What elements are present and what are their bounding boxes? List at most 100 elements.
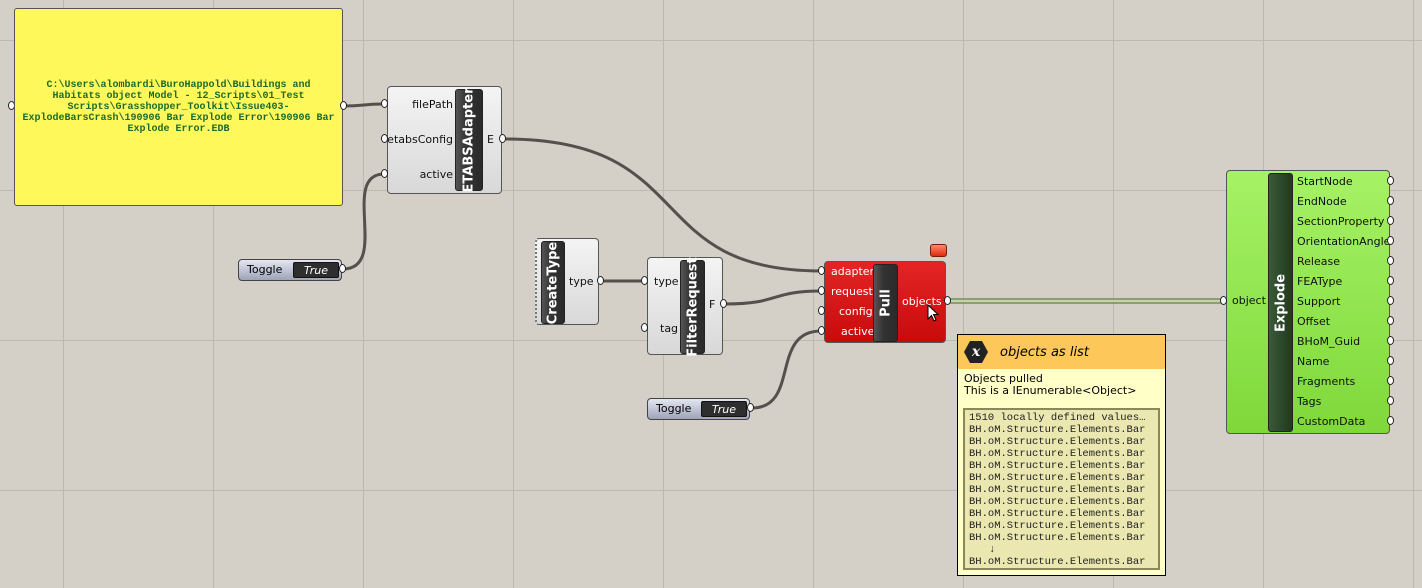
port-config[interactable]: [818, 306, 825, 315]
input-etabsconfig: etabsConfig: [387, 133, 453, 146]
output-tags: Tags: [1297, 395, 1322, 408]
input-request: request: [831, 285, 873, 298]
panel-output-port[interactable]: [340, 101, 347, 110]
component-name-band: FilterRequest: [680, 257, 705, 357]
toggle2-output-port[interactable]: [747, 403, 754, 412]
port-endnode[interactable]: [1387, 196, 1394, 205]
wire-objects-list: [949, 298, 1223, 304]
output-orientationangle: OrientationAngle: [1297, 235, 1391, 248]
tooltip-type: This is a IEnumerable<Object>: [964, 384, 1137, 397]
list-item: BH.oM.Structure.Elements.Bar: [969, 472, 1146, 484]
port-request[interactable]: [818, 286, 825, 295]
port-tags[interactable]: [1387, 396, 1394, 405]
port-createtype-type[interactable]: [597, 276, 604, 285]
toggle-label: Toggle: [247, 263, 283, 276]
port-release[interactable]: [1387, 256, 1394, 265]
port-startnode[interactable]: [1387, 176, 1394, 185]
wire-panel-filepath: [343, 102, 385, 108]
output-fragments: Fragments: [1297, 375, 1356, 388]
boolean-toggle-1[interactable]: Toggle True: [238, 259, 342, 281]
list-item: BH.oM.Structure.Elements.Bar: [969, 496, 1146, 508]
port-featype[interactable]: [1387, 276, 1394, 285]
output-offset: Offset: [1297, 315, 1331, 328]
component-name-band: Explode: [1268, 173, 1293, 432]
output-release: Release: [1297, 255, 1340, 268]
output-e: E: [487, 133, 494, 146]
grasshopper-x-icon: x: [964, 341, 988, 363]
port-etabsconfig[interactable]: [381, 134, 388, 143]
input-active: active: [419, 168, 453, 181]
output-startnode: StartNode: [1297, 175, 1353, 188]
port-customdata[interactable]: [1387, 416, 1394, 425]
toggle1-output-port[interactable]: [339, 264, 346, 273]
input-filepath: filePath: [412, 98, 453, 111]
port-objects[interactable]: [944, 296, 951, 305]
component-name-band: ETABSAdapter: [455, 88, 483, 192]
etabs-adapter-component[interactable]: filePath etabsConfig active ETABSAdapter…: [387, 86, 502, 194]
panel-text: C:\Users\alombardi\BuroHappold\Buildings…: [22, 79, 335, 135]
output-support: Support: [1297, 295, 1341, 308]
toggle-label: Toggle: [656, 402, 692, 415]
filter-request-component[interactable]: type tag FilterRequest F: [647, 257, 723, 357]
list-item: BH.oM.Structure.Elements.Bar: [969, 532, 1146, 544]
output-sectionproperty: SectionProperty: [1297, 215, 1385, 228]
wire-toggle2-active: [751, 329, 822, 410]
create-type-component[interactable]: CreateType type: [535, 238, 599, 325]
port-name[interactable]: [1387, 356, 1394, 365]
component-name-band: CreateType: [541, 241, 565, 324]
tooltip-title: objects as list: [1000, 344, 1089, 360]
boolean-toggle-2[interactable]: Toggle True: [647, 398, 750, 420]
list-item: BH.oM.Structure.Elements.Bar: [969, 436, 1146, 448]
value-count: 1510 locally defined values…: [969, 412, 1146, 424]
port-support[interactable]: [1387, 296, 1394, 305]
list-item: BH.oM.Structure.Elements.Bar: [969, 508, 1146, 520]
input-active: active: [841, 325, 875, 338]
port-filepath[interactable]: [381, 99, 388, 108]
port-active[interactable]: [381, 169, 388, 178]
toggle-value[interactable]: True: [293, 262, 339, 278]
list-item: BH.oM.Structure.Elements.Bar: [969, 484, 1146, 496]
file-path-panel[interactable]: C:\Users\alombardi\BuroHappold\Buildings…: [14, 8, 343, 206]
port-offset[interactable]: [1387, 316, 1394, 325]
port-filter-tag[interactable]: [641, 323, 648, 332]
toggle-value[interactable]: True: [701, 401, 747, 417]
port-orientationangle[interactable]: [1387, 236, 1394, 245]
list-item: BH.oM.Structure.Elements.Bar: [969, 448, 1146, 460]
port-bhom_guid[interactable]: [1387, 336, 1394, 345]
tooltip-value-list: 1510 locally defined values… BH.oM.Struc…: [963, 408, 1160, 570]
input-tag: tag: [660, 322, 679, 335]
output-customdata: CustomData: [1297, 415, 1366, 428]
output-f: F: [709, 298, 716, 311]
port-pull-active[interactable]: [818, 326, 825, 335]
port-filter-f[interactable]: [720, 299, 727, 308]
input-config: config: [839, 305, 873, 318]
port-filter-type[interactable]: [641, 276, 648, 285]
pull-component[interactable]: adapter request config active Pull objec…: [824, 261, 946, 343]
port-fragments[interactable]: [1387, 376, 1394, 385]
wire-request: [725, 289, 822, 306]
list-item: BH.oM.Structure.Elements.Bar: [969, 424, 1146, 436]
list-item: BH.oM.Structure.Elements.Bar: [969, 460, 1146, 472]
port-sectionproperty[interactable]: [1387, 216, 1394, 225]
wire-toggle-active: [342, 172, 385, 271]
list-item: BH.oM.Structure.Elements.Bar: [969, 520, 1146, 532]
output-name: Name: [1297, 355, 1330, 368]
output-objects: objects: [902, 295, 942, 308]
more-arrow-icon: ↓: [989, 544, 996, 556]
output-type: type: [569, 275, 594, 288]
component-name-band: Pull: [873, 264, 898, 342]
output-bhom_guid: BHoM_Guid: [1297, 335, 1361, 348]
tooltip-desc: Objects pulled: [964, 372, 1043, 385]
port-adapter[interactable]: [818, 266, 825, 275]
wire-adapter: [504, 137, 822, 273]
list-item: BH.oM.Structure.Elements.Bar: [969, 556, 1146, 568]
output-endnode: EndNode: [1297, 195, 1347, 208]
warning-balloon-icon[interactable]: [930, 244, 947, 257]
input-object: object: [1232, 294, 1266, 307]
port-object[interactable]: [1220, 296, 1227, 305]
port-e[interactable]: [499, 134, 506, 143]
input-type: type: [654, 275, 679, 288]
